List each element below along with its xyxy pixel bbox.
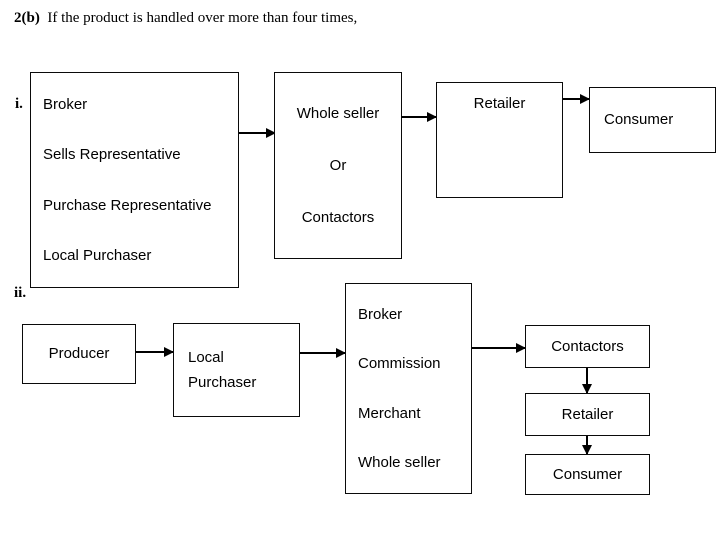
node-consumer-i[interactable]: Consumer	[589, 87, 716, 153]
diagram-label-i: i.	[15, 96, 23, 112]
arrow-broker-to-contactors	[472, 343, 526, 353]
arrow-retailer-to-consumer-ii	[582, 436, 592, 455]
arrow-contactors-to-retailer	[582, 368, 592, 394]
node-line: Whole seller	[296, 104, 380, 122]
arrow-retailer-to-consumer	[563, 94, 590, 104]
arrow-wholeseller-to-retailer	[401, 112, 437, 122]
node-consumer-ii[interactable]: Consumer	[525, 454, 650, 495]
node-line: Broker	[358, 306, 403, 323]
node-contactors[interactable]: Contactors	[525, 325, 650, 368]
node-line: Local	[188, 348, 224, 366]
arrow-local-purchaser-to-broker	[300, 348, 346, 358]
node-wholeseller[interactable]: Whole seller Or Contactors	[274, 72, 402, 259]
question-number: 2(b)	[14, 10, 40, 26]
node-line: Producer	[48, 345, 110, 363]
node-line: Merchant	[358, 404, 421, 422]
node-line: Commission	[358, 355, 441, 373]
node-line: Contactors	[301, 209, 375, 227]
question-text: If the product is handled over more than…	[47, 10, 358, 26]
node-line: Broker	[43, 95, 88, 113]
node-retailer-i[interactable]: Retailer	[436, 82, 563, 198]
node-line: Purchaser	[188, 374, 257, 391]
node-line: Retailer	[473, 95, 526, 112]
node-retailer-ii[interactable]: Retailer	[525, 393, 650, 436]
arrow-intermediaries-to-wholeseller	[239, 128, 276, 138]
node-line: Retailer	[561, 405, 614, 423]
node-line: Sells Representative	[43, 146, 181, 164]
node-broker[interactable]: Broker Commission Merchant Whole seller	[345, 283, 472, 494]
node-line: Whole seller	[358, 453, 441, 471]
node-line: Local Purchaser	[43, 247, 152, 265]
node-line: Purchase Representative	[43, 196, 212, 214]
node-line: Or	[329, 156, 347, 174]
node-local-purchaser[interactable]: Local Purchaser	[173, 323, 300, 417]
node-line: Consumer	[604, 111, 674, 129]
page-title: 2(b) If the product is handled over more…	[14, 10, 357, 27]
diagram-label-ii: ii.	[14, 285, 27, 301]
node-line: Contactors	[551, 337, 624, 355]
node-producer[interactable]: Producer	[22, 324, 136, 384]
node-line: Consumer	[552, 465, 623, 483]
node-intermediaries[interactable]: Broker Sells Representative Purchase Rep…	[30, 72, 239, 288]
arrow-producer-to-local-purchaser	[136, 347, 174, 357]
